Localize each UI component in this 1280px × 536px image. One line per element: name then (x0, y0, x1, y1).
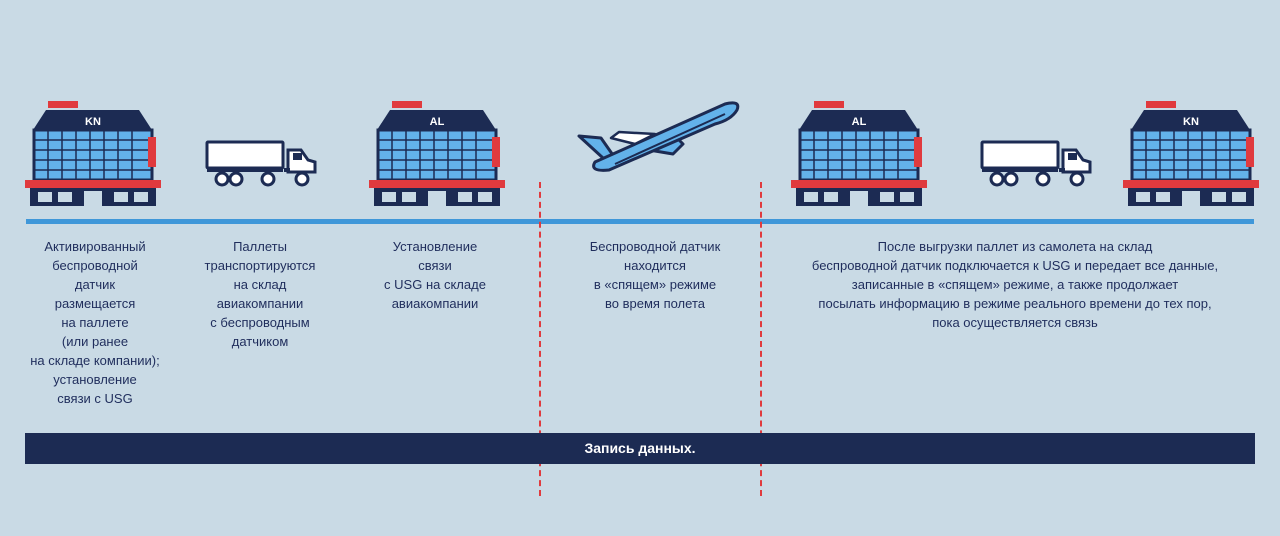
phase-divider (760, 182, 762, 496)
truck-icon (980, 140, 1092, 187)
step-caption: Активированный беспроводной датчик разме… (30, 239, 160, 406)
warehouse-code: KN (1183, 116, 1199, 128)
step-caption: Паллеты транспортируются на склад авиако… (204, 239, 316, 349)
step-caption: Беспроводной датчик находится в «спящем»… (589, 239, 721, 311)
warehouse-icon: KN (25, 101, 161, 206)
step-caption: Установление связи с USG на складе авиак… (384, 239, 486, 311)
warehouse-icon: KN (1123, 101, 1259, 206)
phase-divider (539, 182, 541, 496)
timeline-line (26, 219, 1254, 224)
step-caption: После выгрузки паллет из самолета на скл… (811, 239, 1219, 330)
warehouse-code: AL (430, 116, 445, 128)
warehouse-icon: AL (791, 101, 927, 206)
warehouse-icon: AL (369, 101, 505, 206)
data-recording-bar: Запись данных. (25, 433, 1255, 464)
warehouse-code: AL (852, 116, 867, 128)
airplane-icon (577, 101, 740, 172)
truck-icon (205, 140, 317, 187)
warehouse-code: KN (85, 116, 101, 128)
